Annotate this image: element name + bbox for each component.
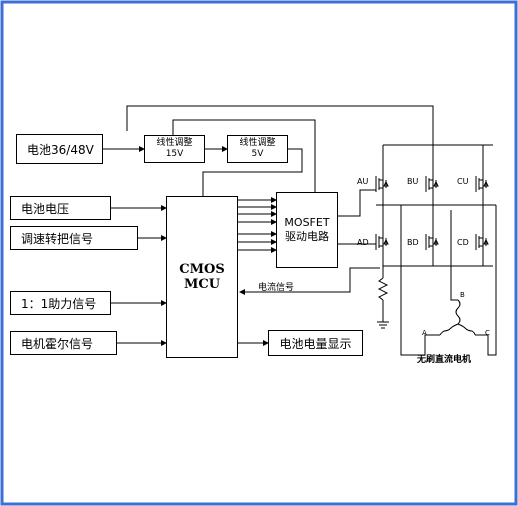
battery-display-label: 电池电量显示 [279,336,352,351]
mosfet-group [375,172,489,254]
phase-label-b: B [460,291,465,299]
phase-label-c: C [485,329,490,337]
mosfet-driver-box: MOSFET 驱动电路 [276,192,338,268]
wire-gate-au [338,189,376,217]
wire-phase-c [475,266,497,356]
mcu-line1: CMOS [179,262,225,277]
assist-label: 1：1助力信号 [21,296,97,311]
hall-label: 电机霍尔信号 [21,336,94,351]
mcu-line2: MCU [183,277,221,292]
switch-label-au: AU [357,177,369,186]
throttle-box: 调速转把信号 [10,226,138,250]
hall-box: 电机霍尔信号 [10,331,117,355]
motor-label: 无刷直流电机 [417,355,472,365]
current-signal-label: 电流信号 [258,283,295,293]
mosfet-cd-symbol [475,230,489,254]
assist-box: 1：1助力信号 [10,291,111,315]
mosfet-bd-symbol [425,230,439,254]
mosfet-au-symbol [375,172,389,196]
battery-input-label: 电池36/48V [27,142,94,157]
switch-label-bd: BD [407,238,419,247]
wire-phase-a [400,266,440,356]
winding-b [455,299,461,325]
mosfet-bu-symbol [425,172,439,196]
battery-voltage-box: 电池电压 [10,196,111,220]
driver-line1: MOSFET [284,216,330,229]
battery-voltage-label: 电池电压 [21,201,70,216]
wire-15v-driver [172,119,316,192]
shunt-resistor [377,277,389,301]
wire-battery-bus [126,105,434,145]
switch-label-ad: AD [357,238,369,247]
battery-display-box: 电池电量显示 [268,330,363,356]
battery-input-box: 电池36/48V [16,134,103,164]
throttle-label: 调速转把信号 [21,231,94,246]
mosfet-cu-symbol [475,172,489,196]
regulator-15v-line1: 线性调整 [156,138,193,148]
switch-label-bu: BU [407,177,419,186]
switch-label-cd: CD [457,238,469,247]
regulator-5v-line2: 5V [251,149,264,159]
mcu-box: CMOS MCU [166,196,238,358]
regulator-5v-box: 线性调整 5V [227,135,288,163]
switch-label-cu: CU [457,177,469,186]
regulator-5v-line1: 线性调整 [239,138,276,148]
winding-a [439,323,459,336]
wire-current-signal [239,267,380,295]
mosfet-ad-symbol [375,230,389,254]
wire-5v-mcu [202,148,303,196]
winding-c [457,323,476,336]
regulator-15v-box: 线性调整 15V [144,135,205,163]
phase-label-a: A [422,329,427,337]
driver-line2: 驱动电路 [285,230,329,243]
wire-phase-b [450,266,458,301]
regulator-15v-line2: 15V [165,149,184,159]
